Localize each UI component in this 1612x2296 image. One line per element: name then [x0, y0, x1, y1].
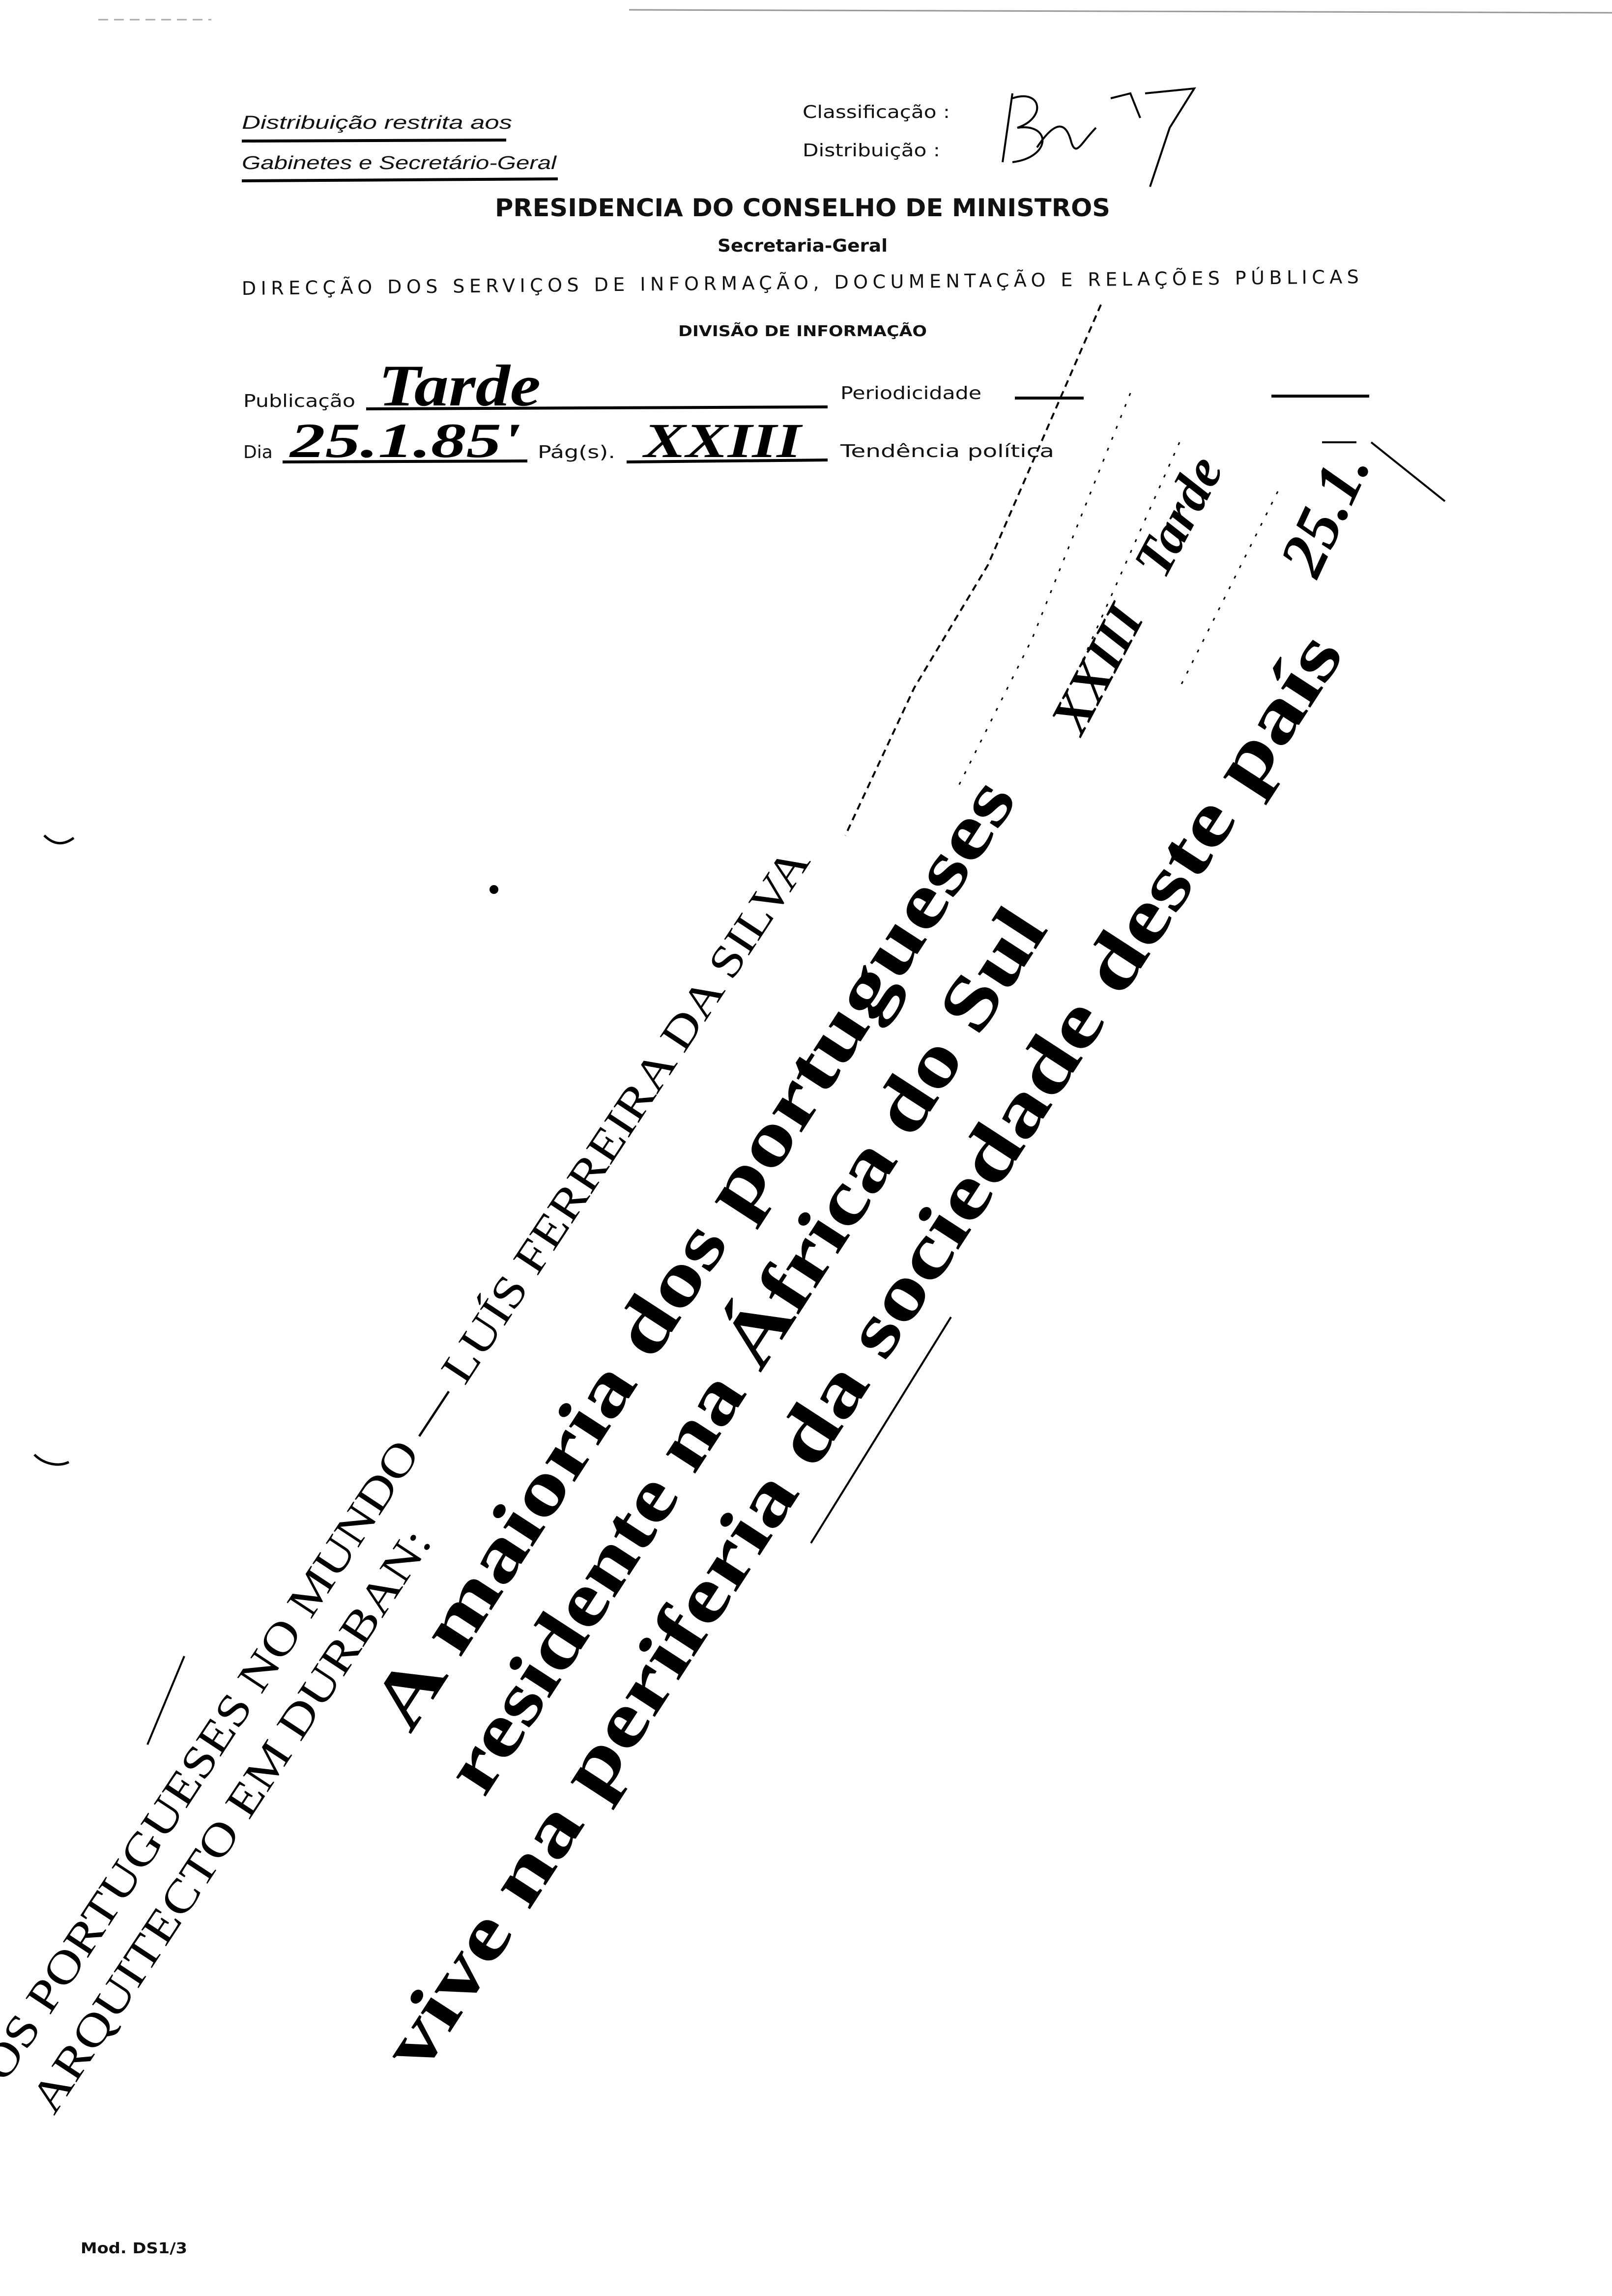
classification-label: Classificação :	[803, 102, 950, 122]
publication-label: Publicação	[243, 391, 355, 411]
periodicity-label: Periodicidade	[840, 383, 981, 403]
underline	[241, 139, 507, 143]
day-field-line	[282, 459, 528, 463]
scan-dot	[489, 885, 498, 894]
scan-edge-line	[629, 9, 1612, 14]
publication-field-line	[366, 405, 828, 410]
division-title: DIVISÃO DE INFORMAÇÃO	[678, 322, 927, 340]
scan-noise	[33, 304, 1446, 1745]
underline	[241, 177, 558, 182]
day-label: Dia	[243, 442, 273, 462]
pages-label: Pág(s).	[538, 442, 615, 462]
article-headline-line3: vive na periferia da sociedade deste paí…	[365, 617, 1359, 2085]
pages-value: XXIII	[642, 413, 803, 468]
distribution-label: Distribuição :	[803, 141, 940, 161]
form-code: Mod. DS1/3	[81, 2240, 187, 2257]
distribution-note-line1: Distribuição restrita aos	[242, 113, 512, 133]
handwritten-signature	[1002, 87, 1196, 187]
day-value: 25.1.85'	[288, 413, 521, 468]
political-tendency-label: Tendência política	[840, 441, 1054, 461]
handwritten-annotation-date: 25.1.	[1266, 440, 1384, 587]
pages-field-line	[626, 459, 828, 463]
directorate-title: DIRECÇÃO DOS SERVIÇOS DE INFORMAÇÃO, DOC…	[242, 266, 1359, 299]
article-headline-line2: residente na África do Sul	[427, 892, 1063, 1808]
handwritten-annotation-publication: Tarde	[1122, 446, 1234, 587]
handwritten-annotation-pages: XXIII	[1038, 594, 1156, 744]
secretariat-title: Secretaria-Geral	[718, 236, 888, 256]
publication-value: Tarde	[378, 353, 541, 418]
organization-title: PRESIDENCIA DO CONSELHO DE MINISTROS	[495, 194, 1110, 222]
distribution-note-line2: Gabinetes e Secretário-Geral	[242, 153, 557, 173]
